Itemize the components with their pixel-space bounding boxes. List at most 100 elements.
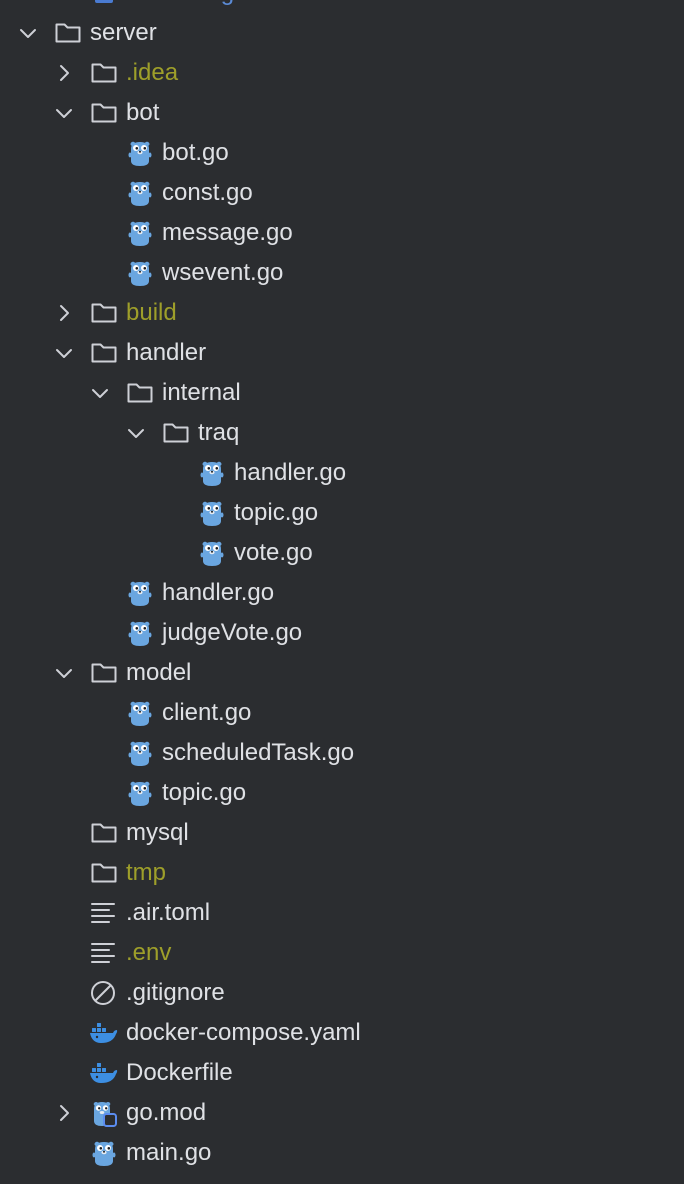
tree-row-label: Dockerfile — [126, 1059, 233, 1086]
chevron-down-icon[interactable] — [126, 423, 146, 443]
folder-icon — [89, 299, 119, 327]
tree-row-label: go.mod — [126, 1099, 207, 1126]
tree-row-file-client-go[interactable]: client.go — [0, 693, 684, 733]
tree-row-file-scheduledtask-go[interactable]: scheduledTask.go — [0, 733, 684, 773]
go-gopher-icon — [125, 699, 155, 727]
chevron-right-icon[interactable] — [54, 1103, 74, 1123]
tree-row-folder-idea[interactable]: .idea — [0, 53, 684, 93]
tree-row-file-message-go[interactable]: message.go — [0, 213, 684, 253]
tree-row-file-main-go[interactable]: main.go — [0, 1133, 684, 1173]
tree-row-file-model-topic-go[interactable]: topic.go — [0, 773, 684, 813]
tree-row-label: main.go — [126, 1139, 212, 1166]
tree-row-file-traq-vote-go[interactable]: vote.go — [0, 533, 684, 573]
text-lines-icon — [89, 939, 119, 967]
tree-row-file-env[interactable]: .env — [0, 933, 684, 973]
tree-row-folder-model[interactable]: model — [0, 653, 684, 693]
go-gopher-icon — [125, 219, 155, 247]
chevron-right-icon[interactable] — [54, 63, 74, 83]
tree-row-folder-build[interactable]: build — [0, 293, 684, 333]
go-gopher-icon — [125, 179, 155, 207]
docker-whale-icon — [89, 1059, 119, 1087]
go-gopher-icon — [197, 539, 227, 567]
go-gopher-icon — [125, 779, 155, 807]
tree-row-label: topic.go — [234, 499, 319, 526]
file-icon — [89, 0, 119, 7]
go-gopher-icon — [197, 499, 227, 527]
tree-row-label: vite.config.ts — [126, 0, 259, 13]
ignore-slash-icon — [89, 979, 119, 1007]
tree-row-file-wsevent-go[interactable]: wsevent.go — [0, 253, 684, 293]
tree-row-label: .env — [126, 939, 172, 966]
tree-row-file-const-go[interactable]: const.go — [0, 173, 684, 213]
go-gopher-icon — [125, 739, 155, 767]
chevron-down-icon[interactable] — [90, 383, 110, 403]
tree-row-folder-server[interactable]: server — [0, 13, 684, 53]
tree-row-label: .gitignore — [126, 979, 225, 1006]
go-gopher-icon — [125, 259, 155, 287]
tree-row-label: handler.go — [234, 459, 347, 486]
tree-row-file-docker-compose[interactable]: docker-compose.yaml — [0, 1013, 684, 1053]
go-gopher-icon — [89, 1139, 119, 1167]
tree-row-label: build — [126, 299, 177, 326]
go-gopher-icon — [125, 139, 155, 167]
text-lines-icon — [89, 899, 119, 927]
go-gopher-icon — [197, 459, 227, 487]
tree-row-folder-handler[interactable]: handler — [0, 333, 684, 373]
tree-row-label: bot — [126, 99, 160, 126]
tree-row-label: docker-compose.yaml — [126, 1019, 361, 1046]
chevron-down-icon[interactable] — [54, 103, 74, 123]
tree-row-label: wsevent.go — [162, 259, 284, 286]
tree-row-label: .idea — [126, 59, 179, 86]
docker-whale-icon — [89, 1019, 119, 1047]
tree-row-file-air-toml[interactable]: .air.toml — [0, 893, 684, 933]
tree-row-label: handler — [126, 339, 207, 366]
tree-row-folder-tmp[interactable]: tmp — [0, 853, 684, 893]
folder-icon — [89, 819, 119, 847]
tree-row-folder-traq[interactable]: traq — [0, 413, 684, 453]
tree-row-folder-internal[interactable]: internal — [0, 373, 684, 413]
tree-row-label: message.go — [162, 219, 293, 246]
go-gopher-icon — [125, 619, 155, 647]
tree-row-file-handler-go[interactable]: handler.go — [0, 573, 684, 613]
tree-row-label: client.go — [162, 699, 252, 726]
chevron-down-icon[interactable] — [54, 343, 74, 363]
tree-row-label: tmp — [126, 859, 167, 886]
tree-row-file-traq-topic-go[interactable]: topic.go — [0, 493, 684, 533]
tree-row-label: traq — [198, 419, 240, 446]
folder-icon — [125, 379, 155, 407]
tree-row-label: mysql — [126, 819, 189, 846]
tree-row-folder-mysql[interactable]: mysql — [0, 813, 684, 853]
chevron-right-icon[interactable] — [54, 303, 74, 323]
folder-icon — [53, 19, 83, 47]
tree-row-label: scheduledTask.go — [162, 739, 355, 766]
tree-row-file-bot-go[interactable]: bot.go — [0, 133, 684, 173]
tree-row-label: handler.go — [162, 579, 275, 606]
tree-row-folder-bot[interactable]: bot — [0, 93, 684, 133]
folder-icon — [89, 859, 119, 887]
tree-row-label: judgeVote.go — [162, 619, 303, 646]
folder-icon — [89, 339, 119, 367]
go-gopher-icon — [125, 579, 155, 607]
tree-row-label: server — [90, 19, 157, 46]
folder-icon — [89, 59, 119, 87]
tree-row-file-gitignore[interactable]: .gitignore — [0, 973, 684, 1013]
tree-row-label: internal — [162, 379, 241, 406]
tree-row-label: model — [126, 659, 192, 686]
folder-icon — [89, 659, 119, 687]
chevron-down-icon[interactable] — [54, 663, 74, 683]
chevron-down-icon[interactable] — [18, 23, 38, 43]
tree-row-file-judgevote-go[interactable]: judgeVote.go — [0, 613, 684, 653]
tree-row-label: vote.go — [234, 539, 313, 566]
tree-row-label: .air.toml — [126, 899, 211, 926]
tree-row-folder-go-mod[interactable]: go.mod — [0, 1093, 684, 1133]
tree-row-file-dockerfile[interactable]: Dockerfile — [0, 1053, 684, 1093]
tree-row-partial[interactable]: vite.config.ts — [0, 0, 684, 13]
tree-row-file-traq-handler-go[interactable]: handler.go — [0, 453, 684, 493]
tree-row-label: bot.go — [162, 139, 229, 166]
folder-icon — [161, 419, 191, 447]
tree-row-label: const.go — [162, 179, 253, 206]
folder-icon — [89, 99, 119, 127]
go-module-icon — [89, 1099, 119, 1127]
tree-row-label: topic.go — [162, 779, 247, 806]
